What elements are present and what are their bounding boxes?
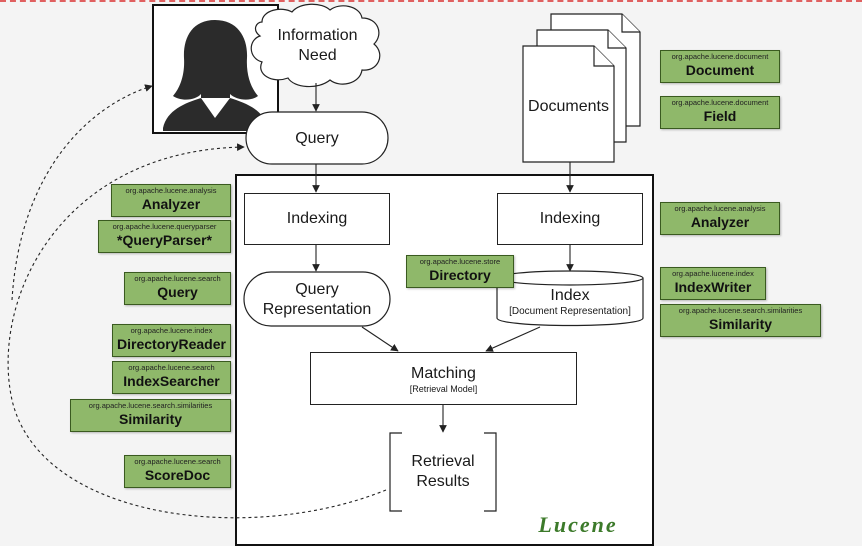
feedback-arrows bbox=[7, 84, 387, 519]
index-sublabel: [Document Representation] bbox=[509, 306, 631, 317]
query-representation-label: Query Representation bbox=[262, 281, 372, 318]
documents-stack-icon bbox=[522, 13, 641, 163]
indexing-left-box: Indexing bbox=[244, 193, 390, 245]
matching-label: Matching bbox=[411, 364, 476, 382]
query-representation-pill bbox=[243, 271, 391, 327]
retrieval-bracket-right bbox=[484, 432, 497, 512]
retrieval-results-label: Retrieval Results bbox=[411, 453, 475, 490]
query-pill bbox=[245, 111, 389, 165]
person-icon bbox=[163, 20, 268, 131]
information-need-label: Information Need bbox=[277, 27, 358, 64]
indexing-right-box: Indexing bbox=[497, 193, 643, 245]
query-label: Query bbox=[295, 130, 339, 147]
tag-queryparser: org.apache.lucene.queryparser*QueryParse… bbox=[98, 220, 231, 253]
lucene-logo: Lucene bbox=[538, 512, 618, 537]
matching-sublabel: [Retrieval Model] bbox=[409, 383, 478, 394]
documents-label: Documents bbox=[528, 98, 609, 115]
information-need-cloud bbox=[250, 3, 381, 88]
index-cylinder bbox=[496, 270, 644, 327]
matching-box: Matching [Retrieval Model] bbox=[310, 352, 577, 405]
retrieval-bracket-left bbox=[389, 432, 402, 512]
indexing-right-label: Indexing bbox=[539, 210, 601, 227]
indexing-left-label: Indexing bbox=[286, 210, 348, 227]
top-border bbox=[0, 0, 862, 4]
flow-arrows bbox=[312, 83, 574, 433]
index-label: Index bbox=[550, 287, 590, 304]
